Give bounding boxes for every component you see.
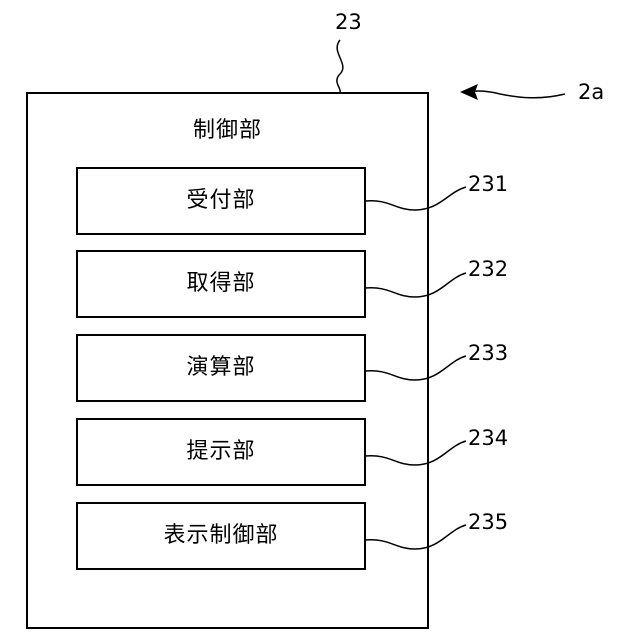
block-label-4: 提示部 bbox=[77, 419, 365, 485]
device-ref-label: 2a bbox=[578, 82, 604, 103]
unit-title: 制御部 bbox=[27, 116, 428, 146]
device-arrow-head bbox=[460, 84, 478, 100]
block-ref-label-4: 234 bbox=[468, 428, 508, 449]
block-label-3: 演算部 bbox=[77, 335, 365, 401]
leader-line-5 bbox=[365, 525, 466, 549]
leader-line-unit bbox=[337, 40, 343, 93]
unit-ref-label: 23 bbox=[335, 12, 362, 33]
device-arrow-line bbox=[466, 91, 565, 98]
block-ref-label-1: 231 bbox=[468, 174, 508, 195]
block-label-2: 取得部 bbox=[77, 251, 365, 317]
leader-line-1 bbox=[365, 187, 466, 210]
block-ref-label-2: 232 bbox=[468, 259, 508, 280]
leader-line-4 bbox=[365, 441, 466, 465]
block-label-1: 受付部 bbox=[77, 168, 365, 234]
block-ref-label-5: 235 bbox=[468, 512, 508, 533]
leader-line-2 bbox=[365, 273, 466, 297]
block-label-5: 表示制御部 bbox=[77, 503, 365, 569]
leader-line-3 bbox=[365, 356, 466, 380]
block-ref-label-3: 233 bbox=[468, 343, 508, 364]
